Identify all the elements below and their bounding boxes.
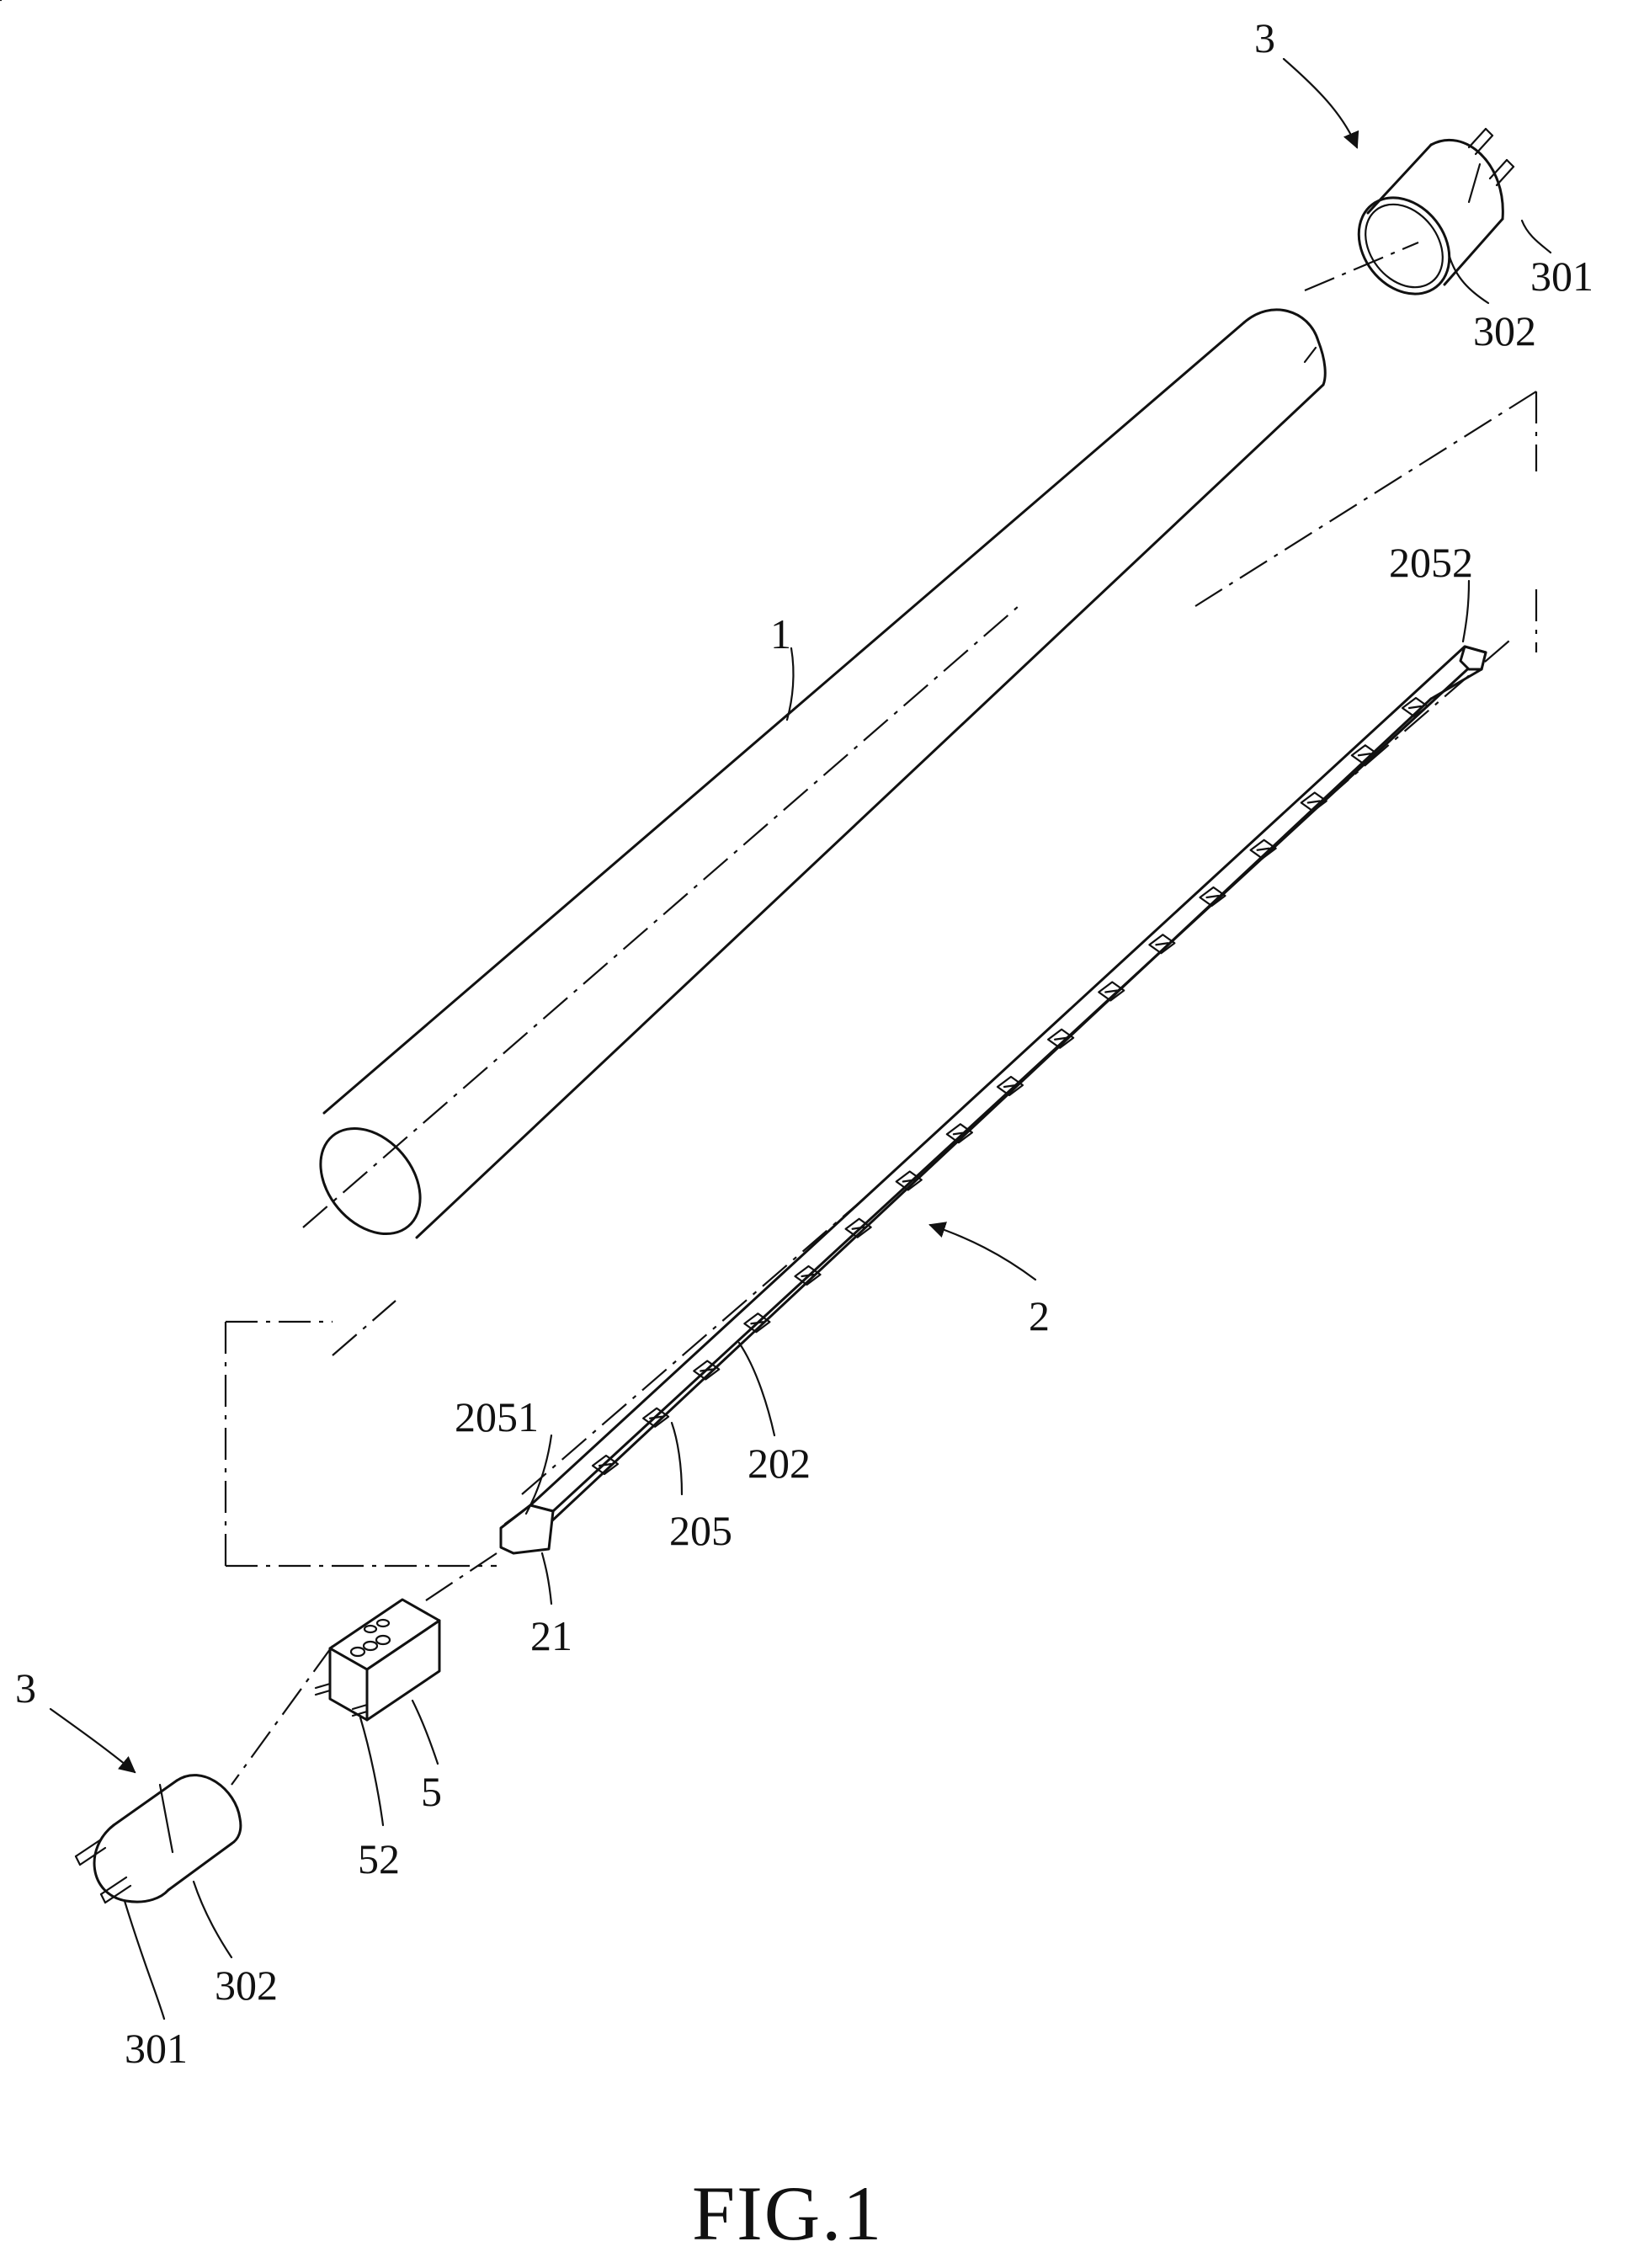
label-driver-pins: 52 xyxy=(358,1835,400,1882)
label-led: 202 xyxy=(747,1440,811,1487)
label-end-cap-top: 3 xyxy=(1254,14,1275,61)
led-strip xyxy=(501,647,1486,1553)
projection-frame xyxy=(226,391,1536,1566)
label-pin-top: 301 xyxy=(1530,253,1593,300)
figure-caption: FIG.1 xyxy=(692,2170,883,2256)
label-end-cap-bottom: 3 xyxy=(15,1664,36,1712)
label-strip-start: 2051 xyxy=(455,1393,539,1440)
label-tube: 1 xyxy=(770,610,791,658)
label-shell-top: 302 xyxy=(1473,307,1536,354)
center-lines xyxy=(0,0,1515,1785)
end-cap-top xyxy=(1340,129,1514,311)
label-pin-bottom: 301 xyxy=(125,2025,188,2072)
driver-module xyxy=(316,1600,439,1720)
tube xyxy=(301,310,1326,1254)
label-strip-end: 2052 xyxy=(1389,539,1473,586)
label-shell-bottom: 302 xyxy=(215,1962,278,2009)
label-strip: 2 xyxy=(1029,1292,1050,1339)
reference-numerals: 3 301 302 1 2052 2 2051 202 205 21 5 52 … xyxy=(15,14,1593,2256)
label-connector-end: 21 xyxy=(530,1612,572,1659)
end-cap-bottom xyxy=(76,1776,241,1903)
label-driver: 5 xyxy=(421,1768,442,1815)
label-substrate: 205 xyxy=(669,1507,732,1554)
